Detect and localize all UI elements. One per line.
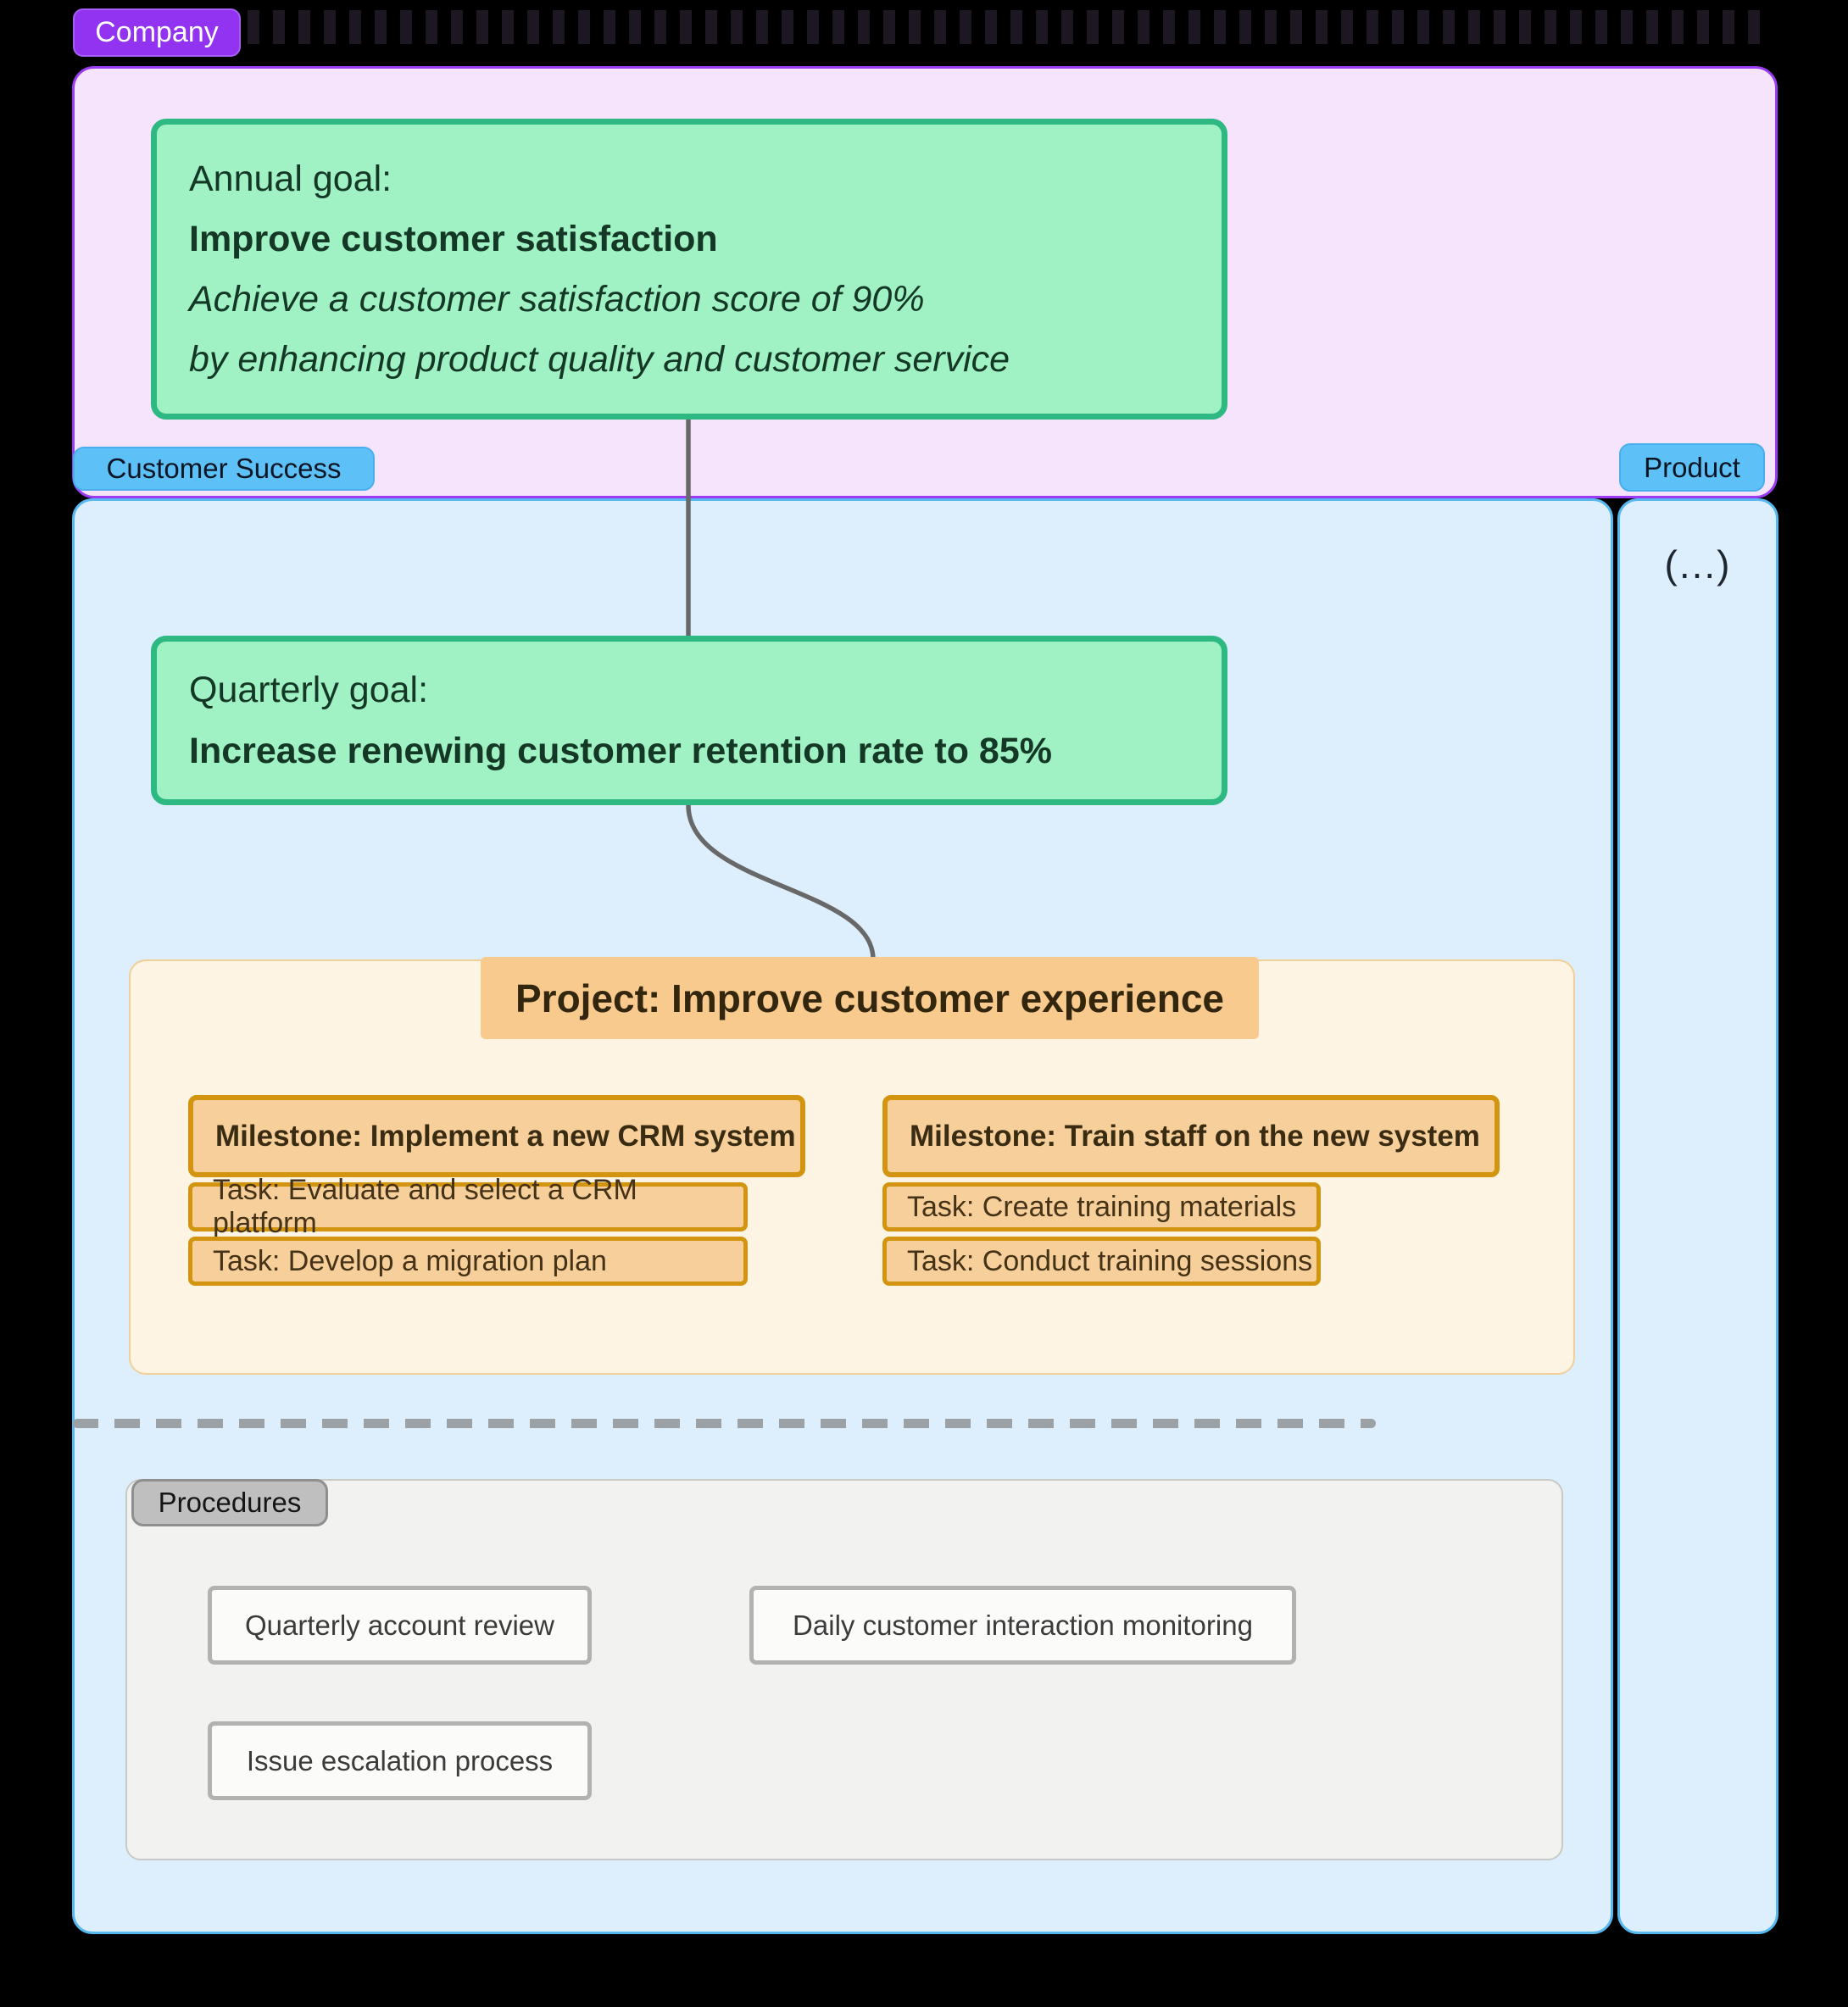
top-stripes-decoration <box>248 10 1773 44</box>
procedure-quarterly-account-review[interactable]: Quarterly account review <box>208 1586 592 1665</box>
milestone-crm-system-label: Milestone: Implement a new CRM system <box>215 1119 796 1153</box>
quarterly-goal-label: Quarterly goal: <box>189 670 429 710</box>
procedures-badge[interactable]: Procedures <box>131 1479 328 1526</box>
customer-success-badge[interactable]: Customer Success <box>73 447 375 491</box>
product-container: (...) <box>1617 498 1778 1934</box>
procedures-badge-label: Procedures <box>158 1487 302 1518</box>
milestone-train-staff-label: Milestone: Train staff on the new system <box>910 1119 1480 1153</box>
procedure-quarterly-account-review-label: Quarterly account review <box>245 1609 554 1641</box>
milestone-crm-system[interactable]: Milestone: Implement a new CRM system <box>188 1095 805 1177</box>
procedures-container <box>125 1479 1563 1860</box>
procedure-daily-interaction-monitoring-label: Daily customer interaction monitoring <box>793 1609 1253 1641</box>
annual-goal-box[interactable]: Annual goal: Improve customer satisfacti… <box>151 119 1227 420</box>
task-develop-migration-plan[interactable]: Task: Develop a migration plan <box>188 1237 748 1286</box>
project-title-label: Project: Improve customer experience <box>515 976 1224 1020</box>
task-evaluate-crm-platform-label: Task: Evaluate and select a CRM platform <box>213 1174 637 1239</box>
procedure-issue-escalation[interactable]: Issue escalation process <box>208 1721 592 1800</box>
quarterly-goal-box[interactable]: Quarterly goal: Increase renewing custom… <box>151 636 1227 805</box>
procedure-issue-escalation-label: Issue escalation process <box>246 1744 554 1776</box>
annual-goal-title: Improve customer satisfaction <box>189 218 718 259</box>
quarterly-goal-title: Increase renewing customer retention rat… <box>189 731 1052 771</box>
task-evaluate-crm-platform[interactable]: Task: Evaluate and select a CRM platform <box>188 1174 748 1239</box>
product-collapsed-indicator[interactable]: (...) <box>1664 542 1732 587</box>
annual-goal-label: Annual goal: <box>189 158 392 199</box>
annual-goal-description-line2: by enhancing product quality and custome… <box>189 338 1010 380</box>
annual-goal-description-line1: Achieve a customer satisfaction score of… <box>189 278 925 320</box>
task-create-training-materials-label: Task: Create training materials <box>907 1190 1297 1223</box>
customer-success-badge-label: Customer Success <box>106 453 342 484</box>
product-badge[interactable]: Product <box>1619 443 1765 492</box>
procedure-daily-interaction-monitoring[interactable]: Daily customer interaction monitoring <box>749 1586 1296 1665</box>
task-conduct-training-sessions-label: Task: Conduct training sessions <box>907 1244 1313 1277</box>
task-conduct-training-sessions[interactable]: Task: Conduct training sessions <box>882 1237 1321 1286</box>
company-badge[interactable]: Company <box>73 8 241 57</box>
dashed-divider <box>73 1419 1376 1428</box>
product-badge-label: Product <box>1644 451 1740 483</box>
task-create-training-materials[interactable]: Task: Create training materials <box>882 1182 1321 1231</box>
milestone-train-staff[interactable]: Milestone: Train staff on the new system <box>882 1095 1500 1177</box>
task-develop-migration-plan-label: Task: Develop a migration plan <box>213 1244 607 1277</box>
project-title-bar[interactable]: Project: Improve customer experience <box>481 957 1259 1039</box>
company-badge-label: Company <box>95 16 219 48</box>
